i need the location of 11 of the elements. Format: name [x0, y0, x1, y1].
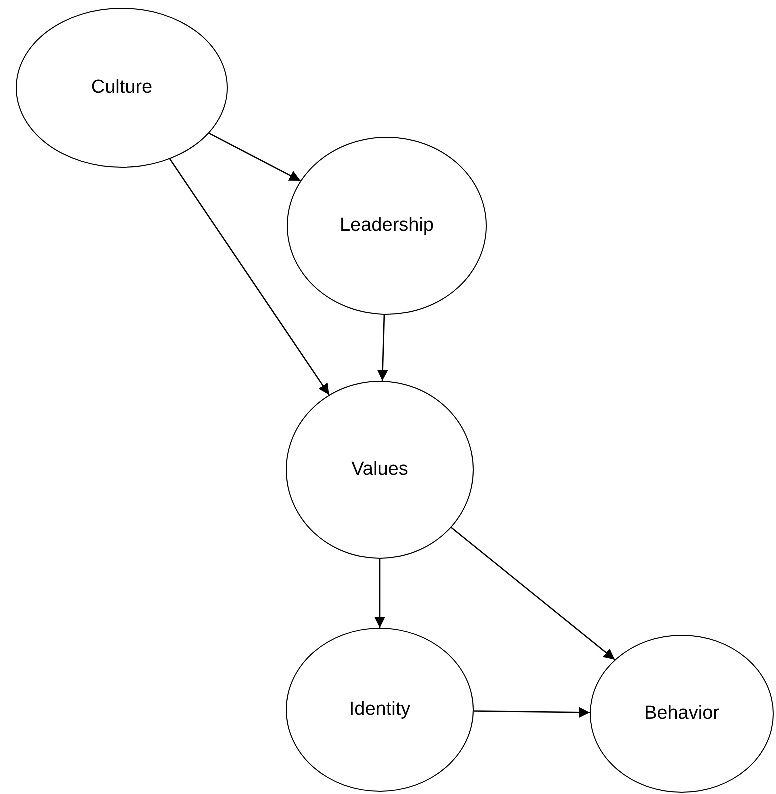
arrow	[374, 559, 386, 628]
arrow	[474, 707, 590, 718]
arrow	[451, 527, 616, 660]
node-label: Leadership	[340, 215, 434, 237]
node-label: Behavior	[644, 703, 720, 725]
arrow	[170, 158, 330, 396]
arrow	[377, 314, 388, 382]
node-label: Culture	[91, 77, 153, 99]
arrow	[208, 132, 301, 182]
node-label: Values	[352, 459, 408, 481]
node-label: Identity	[349, 699, 411, 721]
